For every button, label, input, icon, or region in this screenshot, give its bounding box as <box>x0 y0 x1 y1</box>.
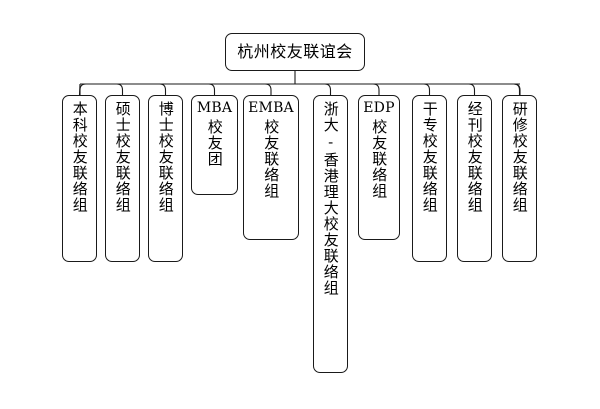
child-node-label: 干专校友联络组 <box>420 101 439 213</box>
child-node[interactable]: 博士校友联络组 <box>148 95 183 262</box>
child-node[interactable]: EDP 校友联络组 <box>358 95 400 240</box>
child-node[interactable]: 浙大-香港理大校友联络组 <box>313 95 348 373</box>
child-drop-line <box>372 83 380 95</box>
child-node-latin-label: MBA <box>196 100 233 116</box>
child-node[interactable]: 研修校友联络组 <box>502 95 537 262</box>
child-drop-line <box>116 83 124 95</box>
child-node[interactable]: 硕士校友联络组 <box>105 95 140 262</box>
child-node-label: 校友联络组 <box>370 118 389 199</box>
child-drop-line <box>468 83 476 95</box>
child-node[interactable]: MBA 校友团 <box>191 95 238 195</box>
child-drop-line <box>423 83 431 95</box>
bus-right-elbow <box>513 83 521 95</box>
child-drop-line <box>264 83 272 95</box>
child-node-label: 本科校友联络组 <box>70 101 89 213</box>
child-node-label: 校友团 <box>205 118 224 167</box>
child-node-latin-label: EMBA <box>248 100 294 116</box>
child-node[interactable]: EMBA 校友联络组 <box>243 95 299 240</box>
child-node-latin-label: EDP <box>363 100 395 116</box>
child-node-label: 博士校友联络组 <box>156 101 175 213</box>
child-node-label: 校友联络组 <box>262 118 281 199</box>
child-node[interactable]: 本科校友联络组 <box>62 95 97 262</box>
child-drop-line <box>324 83 332 95</box>
bus-left-elbow <box>79 83 87 95</box>
child-node-label: 研修校友联络组 <box>510 101 529 213</box>
child-node-label: 经刊校友联络组 <box>465 101 484 213</box>
child-drop-line <box>208 83 216 95</box>
child-drop-line <box>159 83 167 95</box>
child-node-label: 硕士校友联络组 <box>113 101 132 213</box>
child-node[interactable]: 经刊校友联络组 <box>457 95 492 262</box>
child-node[interactable]: 干专校友联络组 <box>412 95 447 262</box>
root-node-label: 杭州校友联谊会 <box>237 42 353 61</box>
child-node-label: 浙大-香港理大校友联络组 <box>321 101 340 296</box>
root-node[interactable]: 杭州校友联谊会 <box>225 33 365 71</box>
